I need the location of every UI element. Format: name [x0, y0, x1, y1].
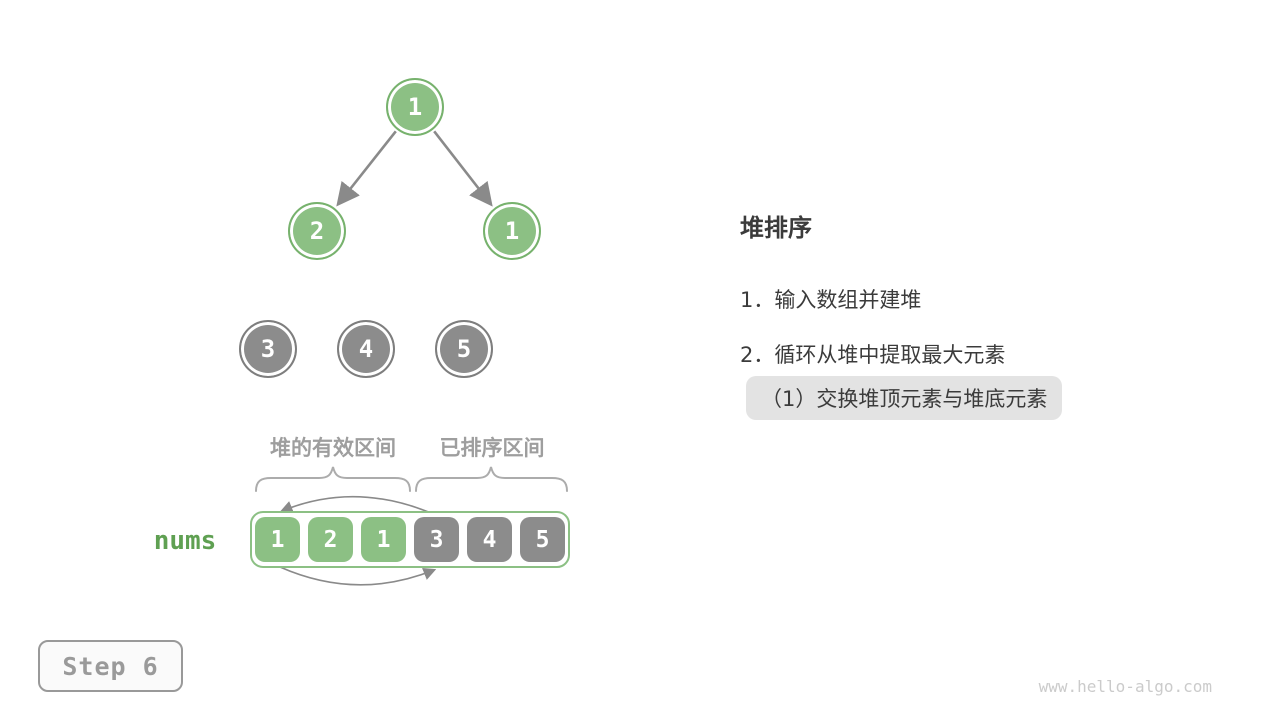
panel-title: 堆排序 — [740, 214, 812, 242]
tree-node: 5 — [435, 320, 493, 378]
tree-node: 1 — [386, 78, 444, 136]
step-badge: Step 6 — [38, 640, 183, 692]
tree-node: 4 — [337, 320, 395, 378]
tree-edge-left — [336, 130, 397, 207]
tree-node: 2 — [288, 202, 346, 260]
nums-array: 1 2 1 3 4 5 — [250, 511, 570, 568]
tree-edge-right — [433, 130, 493, 207]
array-cell: 2 — [308, 517, 353, 562]
step-item: 2．循环从堆中提取最大元素 — [740, 343, 1006, 367]
array-cell: 5 — [520, 517, 565, 562]
sorted-region-brace — [415, 466, 568, 492]
tree-node: 3 — [239, 320, 297, 378]
array-cell: 1 — [361, 517, 406, 562]
heap-region-label: 堆的有效区间 — [270, 436, 396, 460]
array-cell: 1 — [255, 517, 300, 562]
sorted-region-label: 已排序区间 — [439, 436, 545, 460]
swap-arc-top — [279, 495, 439, 517]
highlighted-substep: （1）交换堆顶元素与堆底元素 — [746, 376, 1063, 420]
array-name-label: nums — [153, 526, 217, 556]
heap-region-brace — [255, 466, 411, 492]
tree-node: 1 — [483, 202, 541, 260]
array-cell: 3 — [414, 517, 459, 562]
step-item: 1．输入数组并建堆 — [740, 288, 922, 312]
swap-arc-bottom — [279, 566, 437, 586]
watermark: www.hello-algo.com — [1038, 677, 1212, 696]
array-cell: 4 — [467, 517, 512, 562]
